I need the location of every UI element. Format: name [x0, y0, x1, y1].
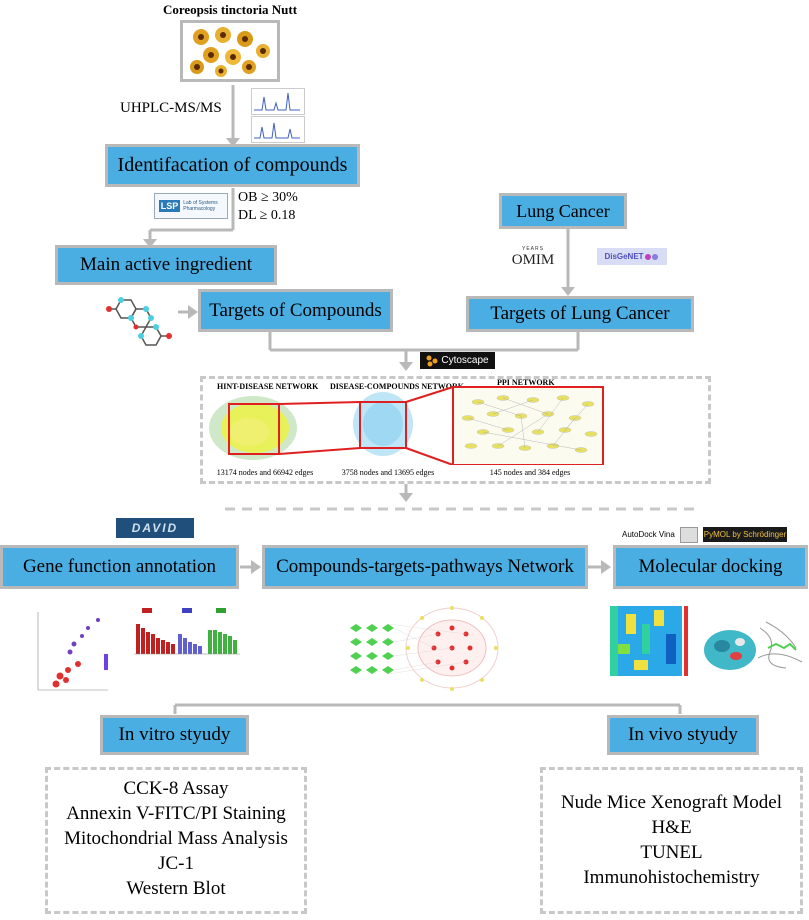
chromatogram-2	[251, 116, 305, 143]
in-vitro-item: CCK-8 Assay	[123, 778, 229, 799]
cytoscape-icon	[426, 355, 438, 366]
docking-box: Molecular docking	[613, 545, 808, 589]
disease-network-title: DISEASE-COMPOUNDS NETWORK	[330, 382, 465, 391]
network-graphics	[209, 386, 604, 465]
method-label: UHPLC-MS/MS	[120, 100, 222, 116]
in-vivo-box: In vivo styudy	[607, 715, 759, 755]
hint-network-cloud	[209, 396, 297, 460]
in-vitro-item: JC-1	[158, 853, 194, 874]
ppi-network-caption: 145 nodes and 384 edges	[489, 468, 571, 477]
david-logo: DAVID	[116, 518, 194, 538]
in-vivo-item: TUNEL	[640, 842, 703, 863]
targets-lung-box: Targets of Lung Cancer	[466, 296, 694, 332]
disease-network-cloud	[353, 392, 413, 456]
bar-plot-thumbnail	[134, 608, 240, 655]
lsp-text: Lab of Systems Pharmacology	[183, 200, 218, 212]
flower-image	[180, 20, 280, 82]
ligand-pose-thumbnail	[757, 621, 803, 669]
criteria-ob: OB ≥ 30%	[238, 190, 298, 205]
hint-network-title: HINT-DISEASE NETWORK	[217, 382, 319, 391]
omim-logo: YEARS OMIM	[502, 242, 564, 272]
chromatogram-icon	[254, 92, 300, 111]
hint-highlight-box	[228, 403, 280, 455]
cytoscape-text: Cytoscape	[441, 355, 489, 366]
pymol-text: PyMOL by Schrödinger	[703, 530, 787, 539]
chromatogram-1	[251, 88, 305, 115]
ppi-network-title: PPI NETWORK	[497, 378, 555, 387]
disgenet-dots-icon	[644, 253, 658, 260]
in-vivo-item: Nude Mice Xenograft Model	[560, 792, 783, 813]
lung-cancer-box: Lung Cancer	[499, 193, 627, 229]
criteria-dl: DL ≥ 0.18	[238, 208, 296, 223]
disgenet-text: DisGeNET	[604, 252, 644, 261]
flower-icon	[190, 27, 270, 77]
in-vivo-item: Immunohistochemistry	[583, 867, 760, 888]
molecule-icon	[106, 297, 172, 346]
autodock-icon	[680, 527, 698, 543]
gene-function-box: Gene function annotation	[0, 545, 239, 589]
chromatogram-icon	[254, 122, 300, 139]
ctp-network-box: Compounds-targets-pathways Network	[262, 545, 588, 589]
identification-box: Identifacation of compounds	[105, 144, 360, 187]
protein-surface-thumbnail	[704, 630, 756, 670]
in-vitro-box: In vitro styudy	[100, 715, 249, 755]
hint-network-caption: 13174 nodes and 66942 edges	[216, 468, 314, 477]
heatmap-thumbnail	[610, 606, 688, 676]
in-vivo-item: H&E	[651, 817, 692, 838]
disease-network-caption: 3758 nodes and 13695 edges	[341, 468, 435, 477]
david-text: DAVID	[131, 521, 179, 535]
source-title: Coreopsis tinctoria Nutt	[162, 2, 298, 17]
lsp-logo: LSP Lab of Systems Pharmacology	[154, 193, 228, 219]
dot-plot-thumbnail	[37, 612, 108, 691]
in-vitro-panel	[45, 767, 307, 914]
ppi-edges	[467, 397, 589, 451]
disgenet-logo: DisGeNET	[597, 248, 667, 265]
cytoscape-logo: Cytoscape	[420, 352, 495, 369]
in-vitro-item: Mitochondrial Mass Analysis	[64, 828, 288, 849]
pymol-logo: PyMOL by Schrödinger	[703, 527, 787, 542]
autodock-label: AutoDock Vina	[622, 530, 675, 539]
omim-mark: OMIM	[511, 251, 555, 268]
lsp-mark: LSP	[158, 200, 181, 212]
in-vitro-item: Annexin V-FITC/PI Staining	[66, 803, 286, 824]
in-vitro-item: Western Blot	[126, 878, 226, 899]
disease-highlight-box	[359, 401, 407, 449]
main-active-box: Main active ingredient	[55, 245, 277, 285]
in-vivo-panel	[540, 767, 803, 914]
omim-years: YEARS	[522, 245, 544, 252]
ctp-network-thumbnail	[350, 606, 499, 691]
network-panel	[200, 376, 711, 484]
targets-compounds-box: Targets of Compounds	[198, 289, 393, 332]
